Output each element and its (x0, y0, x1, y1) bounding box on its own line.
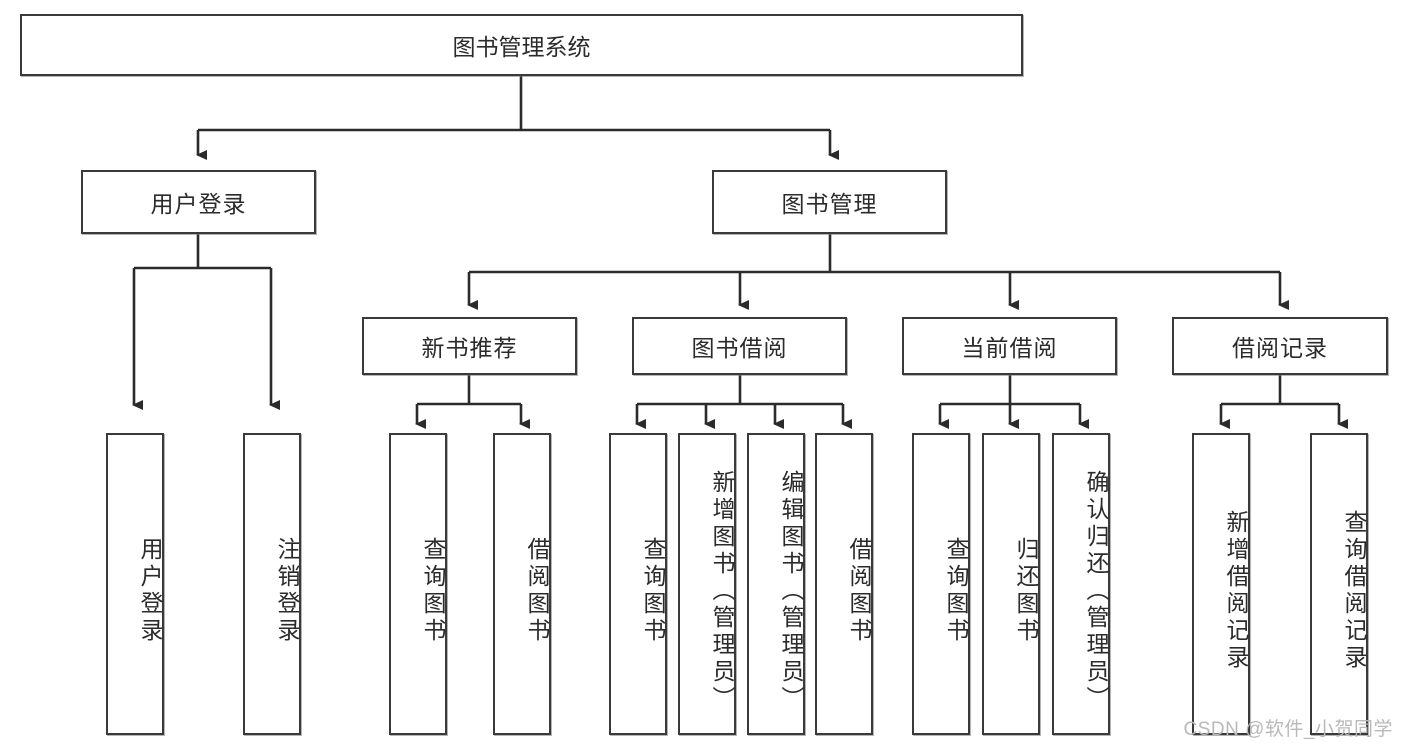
leaf-recommend-query-book[interactable]: 查询图书 (389, 433, 447, 735)
node-root-system[interactable]: 图书管理系统 (20, 14, 1023, 76)
node-label: 查询图书 (420, 537, 446, 645)
node-user-login[interactable]: 用户登录 (81, 170, 316, 234)
leaf-borrow-add-book-admin[interactable]: 新增图书（管理员） (678, 433, 736, 735)
leaf-recommend-borrow-book[interactable]: 借阅图书 (493, 433, 551, 735)
node-label: 查询借阅记录 (1341, 510, 1367, 672)
node-book-borrow[interactable]: 图书借阅 (632, 317, 847, 375)
node-new-book-recommend[interactable]: 新书推荐 (362, 317, 577, 375)
node-label: 用户登录 (150, 191, 247, 217)
leaf-current-return-book[interactable]: 归还图书 (982, 433, 1040, 735)
node-label: 图书借阅 (691, 335, 788, 361)
leaf-borrow-borrow-book[interactable]: 借阅图书 (815, 433, 873, 735)
node-label: 归还图书 (1013, 537, 1039, 645)
node-label: 用户登录 (137, 537, 163, 645)
node-label: 查询图书 (640, 537, 666, 645)
node-label: 查询图书 (943, 537, 969, 645)
node-current-borrow[interactable]: 当前借阅 (902, 317, 1117, 375)
node-label: 图书管理系统 (452, 34, 591, 60)
node-label: 新增借阅记录 (1223, 510, 1249, 672)
node-label: 确认归还（管理员） (1083, 469, 1109, 713)
node-label: 新书推荐 (421, 335, 518, 361)
leaf-record-add-record[interactable]: 新增借阅记录 (1192, 433, 1250, 735)
node-label: 借阅图书 (524, 537, 550, 645)
node-label: 借阅记录 (1232, 335, 1328, 361)
node-label: 图书管理 (781, 191, 878, 217)
node-book-management[interactable]: 图书管理 (712, 170, 947, 234)
leaf-user-login-logout[interactable]: 注销登录 (243, 433, 301, 735)
node-label: 当前借阅 (961, 335, 1058, 361)
node-label: 新增图书（管理员） (709, 469, 735, 713)
node-label: 注销登录 (274, 537, 300, 645)
leaf-borrow-edit-book-admin[interactable]: 编辑图书（管理员） (747, 433, 805, 735)
leaf-user-login-login[interactable]: 用户登录 (106, 433, 164, 735)
leaf-record-query-record[interactable]: 查询借阅记录 (1310, 433, 1368, 735)
leaf-borrow-query-book[interactable]: 查询图书 (609, 433, 667, 735)
leaf-current-query-book[interactable]: 查询图书 (912, 433, 970, 735)
node-label: 编辑图书（管理员） (778, 469, 804, 713)
node-borrow-record[interactable]: 借阅记录 (1172, 317, 1388, 375)
node-label: 借阅图书 (846, 537, 872, 645)
watermark-text: CSDN @软件_小贺同学 (1183, 719, 1393, 740)
leaf-current-confirm-return-admin[interactable]: 确认归还（管理员） (1052, 433, 1110, 735)
